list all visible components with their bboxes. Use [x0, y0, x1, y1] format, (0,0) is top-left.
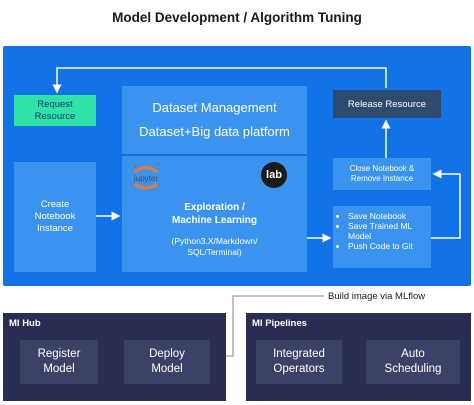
- deploy-model-box: Deploy Model: [124, 340, 210, 384]
- close-notebook-box: Close Notebook & Remove Instance: [333, 158, 431, 190]
- integrated-operators-label: Integrated Operators: [273, 348, 325, 375]
- release-resource-box: Release Resource: [333, 90, 441, 118]
- jupyterlab-icon: lab: [261, 162, 287, 188]
- build-image-label: Build image via MLflow: [328, 291, 426, 302]
- create-notebook-box: Create Notebook Instance: [14, 162, 96, 272]
- close-notebook-label: Close Notebook & Remove Instance: [349, 164, 415, 183]
- dataset-line-1: Dataset Management: [152, 100, 277, 115]
- create-notebook-label: Create Notebook Instance: [34, 199, 76, 234]
- ml-pipelines-title: Ml Pipelines: [252, 318, 307, 329]
- deploy-model-label: Deploy Model: [149, 348, 185, 375]
- integrated-operators-box: Integrated Operators: [256, 340, 342, 384]
- jupyter-text: jupyter: [133, 174, 158, 183]
- save-notebook-item: Save Notebook: [348, 211, 425, 221]
- exploration-title: Exploration / Machine Learning: [171, 202, 257, 226]
- request-resource-box: Request Resource: [14, 95, 96, 126]
- dataset-management-box: Dataset Management Dataset+Big data plat…: [122, 86, 307, 154]
- diagram-title: Model Development / Algorithm Tuning: [112, 10, 362, 25]
- register-model-box: Register Model: [20, 340, 98, 384]
- auto-scheduling-label: Auto Scheduling: [384, 348, 442, 375]
- exploration-box: jupyter lab Exploration / Machine Learni…: [122, 156, 307, 272]
- save-model-item: Save Trained ML Model: [348, 221, 425, 241]
- dataset-line-2: Dataset+Big data platform: [139, 124, 290, 139]
- request-resource-label: Request Resource: [34, 98, 76, 122]
- exploration-subtitle: (Python3.X/Markdown/ SQL/Terminal): [171, 236, 258, 257]
- release-to-request-arrow: [52, 67, 387, 94]
- ml-hub-title: Ml Hub: [9, 318, 41, 329]
- auto-scheduling-box: Auto Scheduling: [366, 340, 460, 384]
- lab-label: lab: [266, 169, 282, 181]
- save-to-close-arrow: [431, 169, 461, 239]
- release-resource-label: Release Resource: [347, 98, 427, 110]
- save-actions-box: Save Notebook Save Trained ML Model Push…: [333, 206, 431, 268]
- push-git-item: Push Code to Git: [348, 241, 425, 251]
- jupyter-icon: jupyter: [133, 162, 160, 190]
- register-model-label: Register Model: [37, 348, 81, 375]
- save-actions-list: Save Notebook Save Trained ML Model Push…: [339, 211, 425, 251]
